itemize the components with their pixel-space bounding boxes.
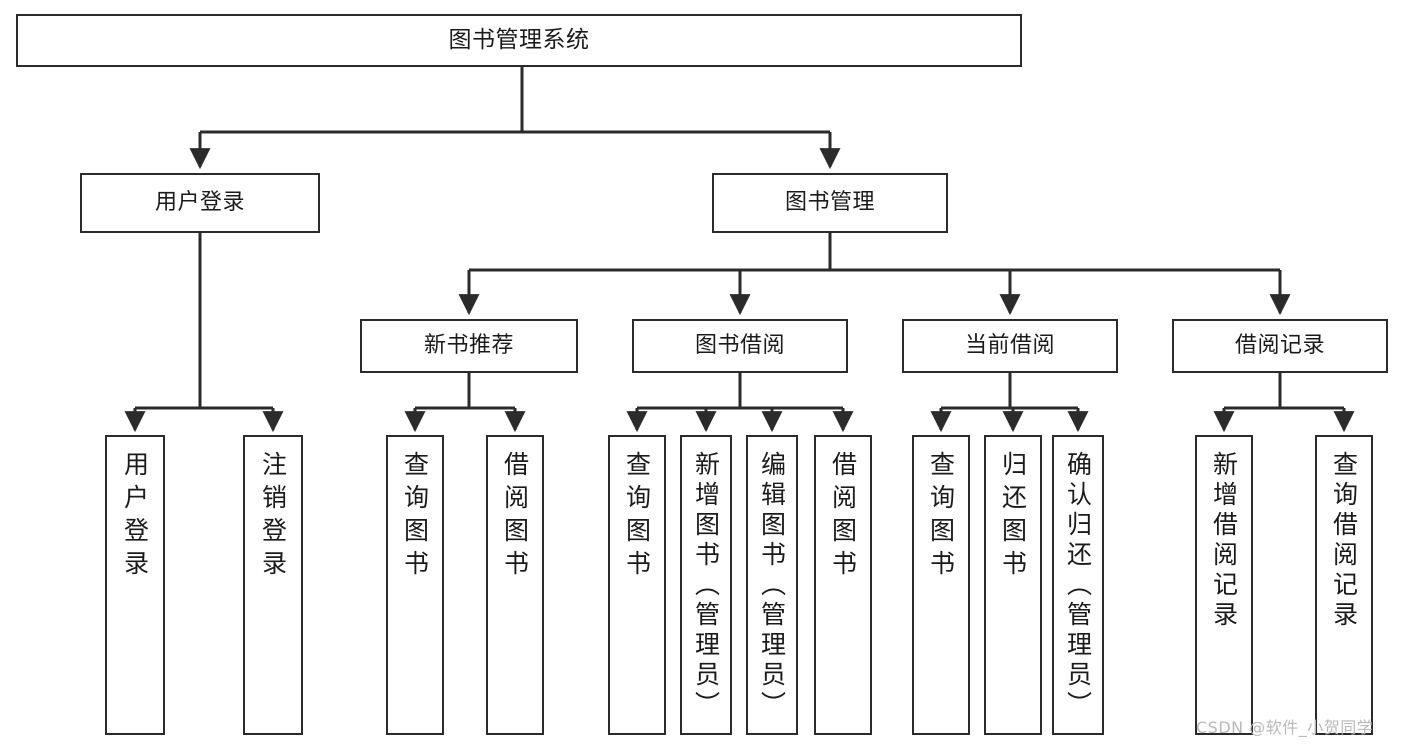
node-label: 查询借阅记录 [1329,451,1359,631]
node-root-system[interactable]: 图书管理系统 [16,14,1022,67]
csdn-watermark: CSDN @软件_小贺同学 [1196,718,1374,737]
node-leaf-borrow-book-1[interactable]: 借阅图书 [486,435,544,735]
node-leaf-query-book-3[interactable]: 查询图书 [912,435,970,735]
node-user-login[interactable]: 用户登录 [80,173,320,233]
node-new-book-rec[interactable]: 新书推荐 [360,319,578,373]
node-label: 用户登录 [120,451,150,583]
node-label: 新增图书（管理员） [691,451,721,721]
node-label: 当前借阅 [964,332,1055,358]
node-label: 归还图书 [998,451,1028,583]
node-label: 图书管理 [784,189,875,215]
node-label: 注销登录 [258,451,288,583]
node-label: 新增借阅记录 [1209,451,1239,631]
node-label: 用户登录 [154,189,245,215]
node-leaf-query-book-1[interactable]: 查询图书 [386,435,444,735]
node-book-borrow[interactable]: 图书借阅 [632,319,848,373]
node-borrow-record[interactable]: 借阅记录 [1172,319,1388,373]
node-label: 借阅图书 [500,451,530,583]
node-leaf-add-book[interactable]: 新增图书（管理员） [680,435,732,735]
node-leaf-borrow-book-2[interactable]: 借阅图书 [814,435,872,735]
node-label: 图书借阅 [694,332,785,358]
node-leaf-logout[interactable]: 注销登录 [243,435,303,735]
node-leaf-query-record[interactable]: 查询借阅记录 [1315,435,1373,735]
node-label: 借阅图书 [828,451,858,583]
node-label: 借阅记录 [1234,332,1325,358]
node-leaf-add-record[interactable]: 新增借阅记录 [1195,435,1253,735]
node-label: 查询图书 [622,451,652,583]
node-label: 查询图书 [400,451,430,583]
node-leaf-edit-book[interactable]: 编辑图书（管理员） [746,435,798,735]
node-leaf-user-login[interactable]: 用户登录 [105,435,165,735]
node-label: 编辑图书（管理员） [757,451,787,721]
node-leaf-return-book[interactable]: 归还图书 [984,435,1042,735]
node-label: 图书管理系统 [448,26,590,53]
node-label: 新书推荐 [423,332,514,358]
node-label: 确认归还（管理员） [1063,451,1093,721]
node-leaf-query-book-2[interactable]: 查询图书 [608,435,666,735]
node-leaf-confirm-return[interactable]: 确认归还（管理员） [1052,435,1104,735]
node-book-manage[interactable]: 图书管理 [712,173,948,233]
node-label: 查询图书 [926,451,956,583]
node-current-borrow[interactable]: 当前借阅 [902,319,1118,373]
